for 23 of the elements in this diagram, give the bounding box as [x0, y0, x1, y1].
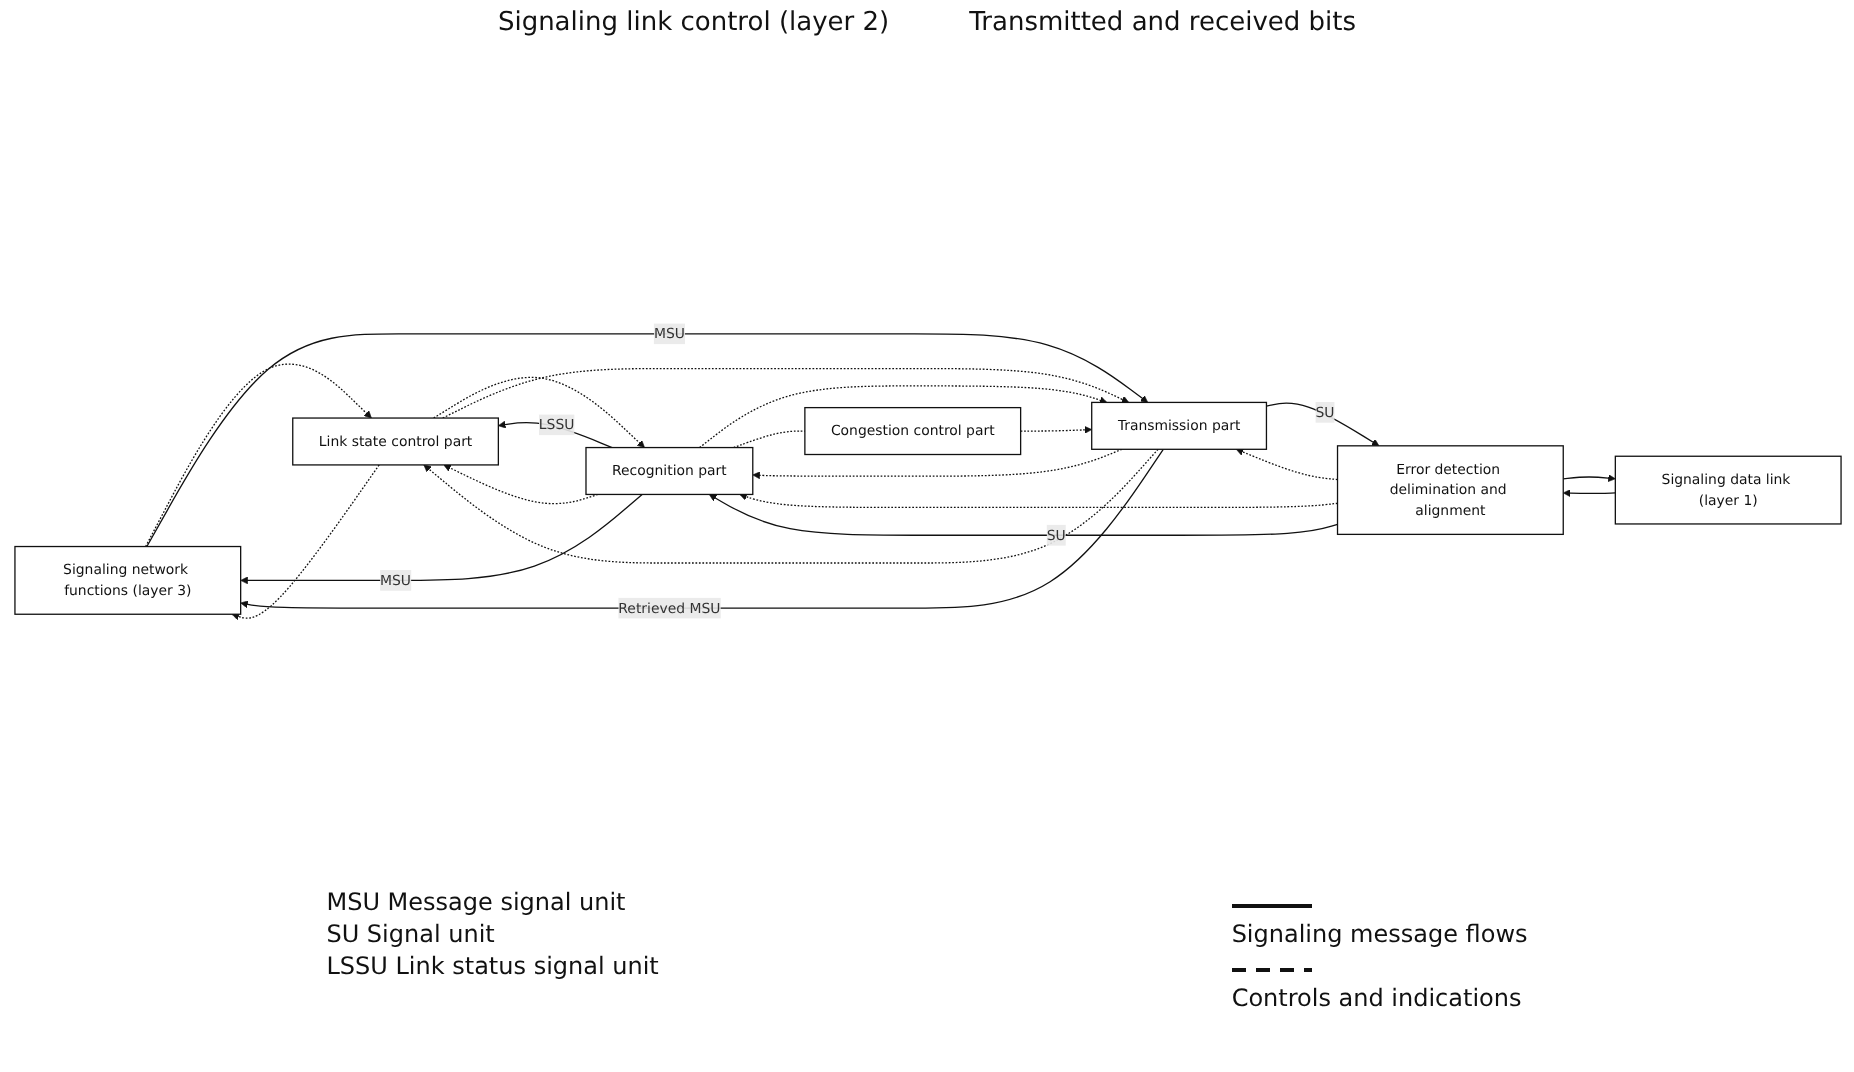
- arrow: [144, 362, 371, 547]
- arrow: [1561, 488, 1615, 496]
- arrow: [1019, 425, 1092, 433]
- arrow: [239, 447, 1163, 608]
- abbreviation-text: LSSU Link status signal unit: [326, 952, 659, 980]
- arrow: [239, 492, 642, 584]
- arrow: [230, 463, 379, 620]
- arrow: [1561, 473, 1615, 481]
- heading-text: Signaling link control (layer 2): [497, 8, 890, 42]
- abbreviation-text: MSU Message signal unit: [326, 888, 628, 916]
- arrow: [422, 447, 1158, 563]
- arrow: [751, 447, 1122, 479]
- arrow: [1234, 447, 1338, 480]
- legend-text: Controls and indications: [1231, 984, 1524, 1012]
- arrow: [738, 492, 1338, 508]
- arrow: [441, 366, 1129, 418]
- heading-text: Transmitted and received bits: [969, 8, 1357, 42]
- arrow: [442, 463, 598, 504]
- arrow: [145, 332, 1148, 547]
- arrow: [707, 493, 1338, 535]
- arrow: [697, 384, 1107, 448]
- abbreviation-text: SU Signal unit: [326, 920, 497, 948]
- legend-text: Signaling message flows: [1231, 920, 1528, 948]
